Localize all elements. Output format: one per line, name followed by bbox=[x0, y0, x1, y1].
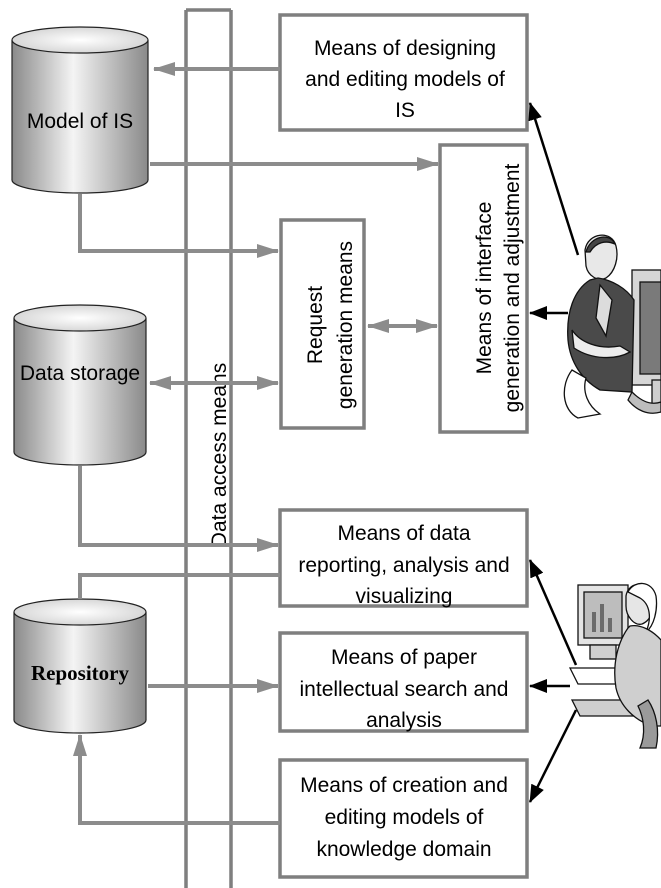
model-of-is-cylinder: Model of IS bbox=[11, 26, 149, 194]
creation-line-1: Means of creation and bbox=[300, 774, 508, 797]
paper-search-line-3: analysis bbox=[366, 709, 442, 732]
user2-to-creation-arrow bbox=[528, 709, 578, 803]
designing-line-2: and editing models of bbox=[305, 68, 505, 91]
request-line-1: Request bbox=[304, 286, 327, 364]
paper-search-box: Means of paper intellectual search and a… bbox=[278, 631, 529, 733]
repository-cylinder: Repository bbox=[13, 598, 147, 734]
model-to-request-arrow bbox=[78, 194, 279, 258]
interface-box: Means of interface generation and adjust… bbox=[438, 143, 529, 434]
reporting-box: Means of data reporting, analysis and vi… bbox=[278, 508, 529, 608]
woman-user-clipart-icon bbox=[568, 582, 661, 749]
request-line-2: generation means bbox=[334, 241, 357, 409]
creation-to-repository-arrow bbox=[73, 734, 280, 825]
reporting-line-1: Means of data bbox=[337, 522, 470, 545]
data-access-label: Data access means bbox=[208, 363, 231, 547]
repository-label: Repository bbox=[31, 661, 129, 685]
reporting-line-3: visualizing bbox=[356, 585, 453, 608]
paper-search-line-2: intellectual search and bbox=[300, 678, 509, 701]
interface-line-1: Means of interface bbox=[473, 202, 496, 375]
user2-to-reporting-arrow bbox=[528, 559, 578, 666]
designing-line-3: IS bbox=[395, 99, 415, 122]
creation-line-2: editing models of bbox=[325, 806, 484, 829]
creation-line-3: knowledge domain bbox=[316, 838, 491, 861]
data-storage-cylinder: Data storage bbox=[13, 304, 147, 466]
creation-box: Means of creation and editing models of … bbox=[278, 758, 529, 879]
reporting-line-2: reporting, analysis and bbox=[298, 554, 509, 577]
designing-line-1: Means of designing bbox=[314, 37, 496, 60]
request-box: Request generation means bbox=[279, 218, 366, 430]
repository-to-reporting-line bbox=[78, 573, 280, 599]
man-user-clipart-icon bbox=[563, 234, 661, 419]
data-storage-label: Data storage bbox=[20, 362, 140, 385]
paper-search-line-1: Means of paper bbox=[331, 646, 477, 669]
model-of-is-label: Model of IS bbox=[27, 110, 133, 133]
designing-box: Means of designing and editing models of… bbox=[278, 13, 529, 132]
interface-line-2: generation and adjustment bbox=[501, 164, 524, 413]
data-access-bus: Data access means bbox=[184, 8, 233, 888]
user-to-designing-arrow bbox=[528, 102, 580, 256]
storage-to-reporting-arrow bbox=[78, 466, 279, 552]
